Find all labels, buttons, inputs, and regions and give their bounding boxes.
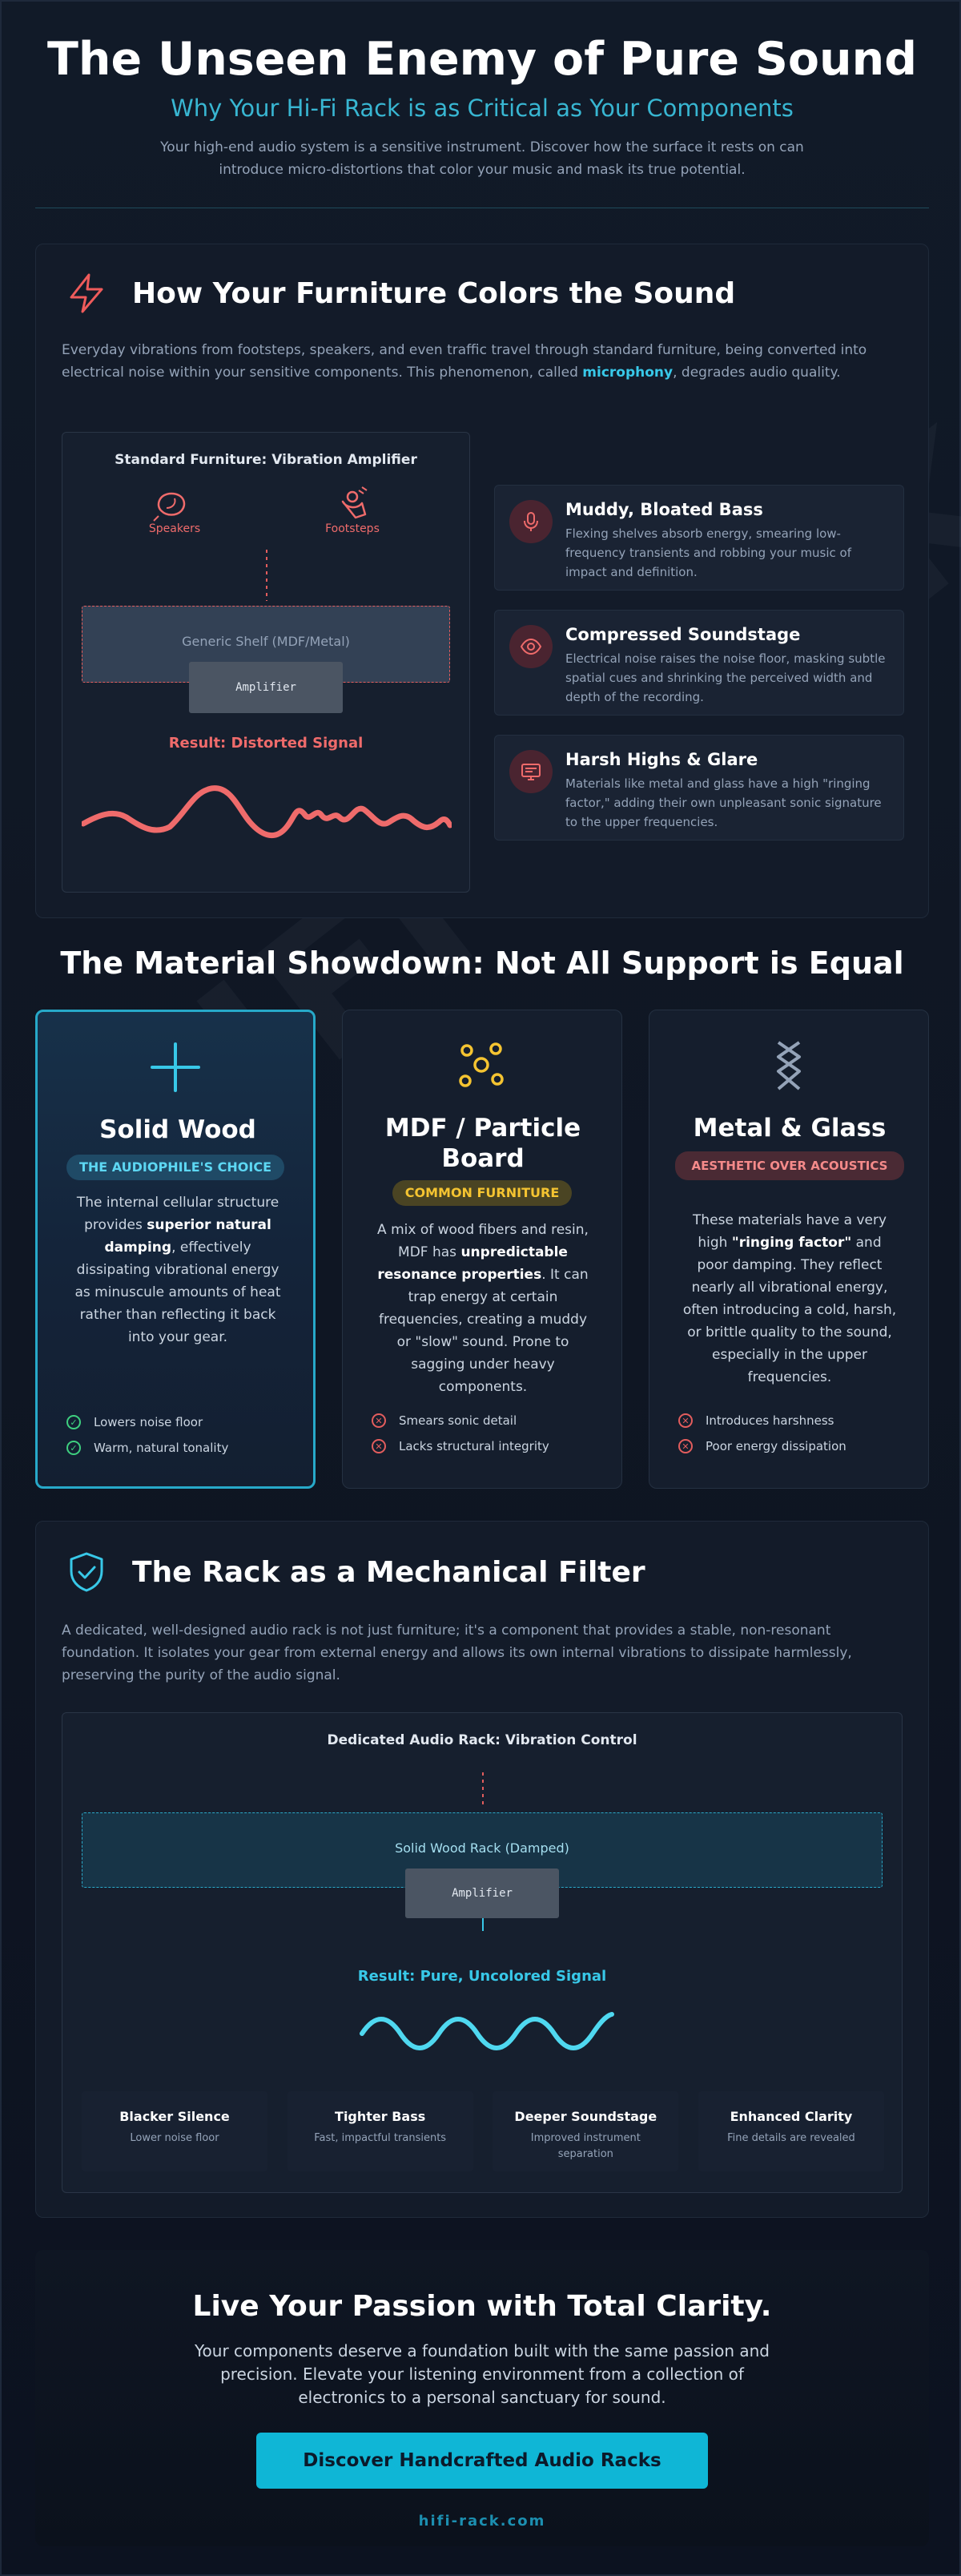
lightning-icon xyxy=(70,273,103,313)
card-badge: COMMON FURNITURE xyxy=(392,1180,573,1206)
section-title: The Rack as a Mechanical Filter xyxy=(132,1555,645,1589)
page-subtitle: Why Your Hi-Fi Rack is as Critical as Yo… xyxy=(171,95,794,122)
effect-card-bass: Muddy, Bloated Bass Flexing shelves abso… xyxy=(494,485,904,591)
showdown-title: The Material Showdown: Not All Support i… xyxy=(60,945,904,981)
effect-text: Electrical noise raises the noise floor,… xyxy=(565,651,886,704)
distorted-result-label: Result: Distorted Signal xyxy=(168,735,364,752)
card-text: The internal cellular structure provides… xyxy=(74,1195,281,1345)
section-header: How Your Furniture Colors the Sound xyxy=(65,272,735,315)
clean-path xyxy=(482,1918,484,1931)
list-item: ✓Lowers noise floor xyxy=(66,1409,228,1435)
shelf-label: Solid Wood Rack (Damped) xyxy=(395,1840,569,1856)
x-circle-icon: ✕ xyxy=(372,1413,386,1428)
effect-text: Flexing shelves absorb energy, smearing … xyxy=(565,526,852,579)
clean-result-label: Result: Pure, Uncolored Signal xyxy=(357,1968,607,1985)
benefit-title: Blacker Silence xyxy=(119,2109,230,2124)
effects-list: Muddy, Bloated Bass Flexing shelves abso… xyxy=(494,485,904,860)
list-item: ✕Smears sonic detail xyxy=(372,1408,549,1433)
vibration-control-diagram: Dedicated Audio Rack: Vibration Control … xyxy=(62,1712,903,2193)
benefit-text: Improved instrument separation xyxy=(530,2132,641,2160)
benefit-title: Deeper Soundstage xyxy=(514,2109,657,2124)
footsteps-label: Footsteps xyxy=(325,522,380,535)
microphony-term: microphony xyxy=(582,365,674,381)
card-text: A mix of wood fibers and resin, MDF has … xyxy=(377,1222,589,1395)
benefit-title: Tighter Bass xyxy=(335,2109,426,2124)
benefit-text: Fast, impactful transients xyxy=(314,2132,447,2144)
card-metal-glass: Metal & Glass AESTHETIC OVER ACOUSTICS T… xyxy=(649,1010,929,1489)
site-link[interactable]: hifi-rack.com xyxy=(418,2513,546,2530)
list-item: ✕Introduces harshness xyxy=(678,1408,846,1433)
amplifier-box: Amplifier xyxy=(405,1869,559,1918)
amplifier-box: Amplifier xyxy=(189,662,343,713)
distorted-waveform xyxy=(82,785,452,838)
cta-title: Live Your Passion with Total Clarity. xyxy=(192,2290,772,2323)
benefits-row: Blacker Silence Lower noise floor Tighte… xyxy=(82,2091,884,2171)
check-icon: ✓ xyxy=(66,1415,81,1429)
effect-text: Materials like metal and glass have a hi… xyxy=(565,776,882,829)
effect-card-soundstage: Compressed Soundstage Electrical noise r… xyxy=(494,610,904,716)
card-title: Solid Wood xyxy=(99,1115,256,1144)
benefit-card: Enhanced Clarity Fine details are reveal… xyxy=(698,2091,884,2171)
chain-icon xyxy=(777,1041,801,1090)
card-badge: THE AUDIOPHILE'S CHOICE xyxy=(66,1155,285,1180)
card-text: These materials have a very high "ringin… xyxy=(682,1212,897,1385)
check-icon: ✓ xyxy=(66,1441,81,1455)
shelf-label: Generic Shelf (MDF/Metal) xyxy=(182,634,350,649)
vibration-path xyxy=(482,1772,484,1806)
card-points: ✓Lowers noise floor ✓Warm, natural tonal… xyxy=(66,1409,228,1461)
x-circle-icon: ✕ xyxy=(678,1413,693,1428)
section-description: A dedicated, well-designed audio rack is… xyxy=(62,1623,852,1683)
section-description: Everyday vibrations from footsteps, spea… xyxy=(62,342,867,381)
call-to-action: Live Your Passion with Total Clarity. Yo… xyxy=(35,2250,929,2546)
section-header: The Rack as a Mechanical Filter xyxy=(65,1550,645,1594)
card-badge: AESTHETIC OVER ACOUSTICS xyxy=(675,1151,904,1180)
molecule-icon xyxy=(459,1042,504,1087)
diagram-title: Standard Furniture: Vibration Amplifier xyxy=(115,452,417,468)
benefit-card: Blacker Silence Lower noise floor xyxy=(82,2091,267,2171)
card-title: Metal & Glass xyxy=(693,1114,887,1143)
hero-intro: Your high-end audio system is a sensitiv… xyxy=(160,139,804,178)
list-item: ✕Poor energy dissipation xyxy=(678,1433,846,1459)
card-points: ✕Introduces harshness ✕Poor energy dissi… xyxy=(678,1408,846,1459)
plus-icon xyxy=(151,1042,200,1092)
benefit-text: Lower noise floor xyxy=(130,2132,219,2144)
card-solid-wood: Solid Wood THE AUDIOPHILE'S CHOICE The i… xyxy=(35,1010,316,1489)
diagram-title: Dedicated Audio Rack: Vibration Control xyxy=(327,1732,637,1748)
page-title: The Unseen Enemy of Pure Sound xyxy=(46,33,917,86)
benefit-card: Tighter Bass Fast, impactful transients xyxy=(287,2091,473,2171)
speakers-label: Speakers xyxy=(148,522,201,535)
eye-icon xyxy=(520,638,542,655)
benefit-card: Deeper Soundstage Improved instrument se… xyxy=(493,2091,679,2171)
list-item: ✓Warm, natural tonality xyxy=(66,1435,228,1461)
x-circle-icon: ✕ xyxy=(372,1439,386,1453)
effect-title: Harsh Highs & Glare xyxy=(565,750,758,769)
monitor-icon xyxy=(521,764,541,780)
benefit-title: Enhanced Clarity xyxy=(730,2109,853,2124)
card-points: ✕Smears sonic detail ✕Lacks structural i… xyxy=(372,1408,549,1459)
speaker-vibration-icon xyxy=(153,492,186,522)
vibration-amplifier-diagram: Standard Furniture: Vibration Amplifier … xyxy=(62,432,470,893)
furniture-section: How Your Furniture Colors the Sound Ever… xyxy=(35,244,929,918)
benefit-text: Fine details are revealed xyxy=(727,2132,855,2144)
x-circle-icon: ✕ xyxy=(678,1439,693,1453)
effect-title: Muddy, Bloated Bass xyxy=(565,500,763,519)
card-title: MDF / Particle Board xyxy=(384,1114,581,1173)
discover-racks-button[interactable]: Discover Handcrafted Audio Racks xyxy=(256,2433,708,2489)
card-mdf: MDF / Particle Board COMMON FURNITURE A … xyxy=(342,1010,622,1489)
shield-check-icon xyxy=(70,1552,103,1592)
list-item: ✕Lacks structural integrity xyxy=(372,1433,549,1459)
hero: The Unseen Enemy of Pure Sound Why Your … xyxy=(34,26,931,181)
microphone-icon xyxy=(524,512,538,531)
vibration-path xyxy=(266,550,267,601)
clean-waveform xyxy=(360,2012,614,2050)
mechanical-filter-section: The Rack as a Mechanical Filter A dedica… xyxy=(35,1521,929,2218)
effect-title: Compressed Soundstage xyxy=(565,625,801,644)
section-title: How Your Furniture Colors the Sound xyxy=(132,276,736,310)
effect-card-highs: Harsh Highs & Glare Materials like metal… xyxy=(494,735,904,841)
footsteps-icon xyxy=(341,486,368,519)
cta-text: Your components deserve a foundation bui… xyxy=(195,2341,770,2407)
